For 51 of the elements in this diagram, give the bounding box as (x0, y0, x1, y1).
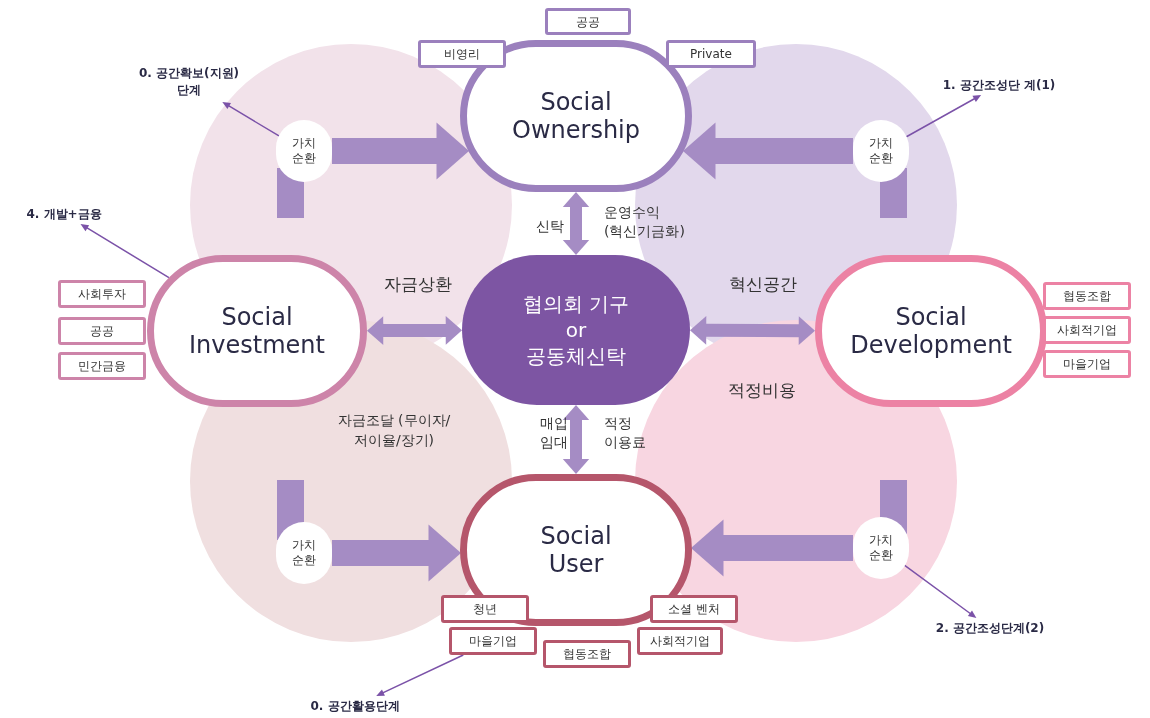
stage-label: 1. 공간조성단 계(1) (938, 75, 1060, 95)
stage-label: 0. 공간확보(지원) 단계 (128, 62, 250, 102)
tag-label: 청년 (441, 595, 529, 623)
tag-label: 협동조합 (1043, 282, 1131, 310)
flow-label: 운영수익 (혁신기금화) (604, 203, 686, 241)
node-label: 가치 순환 (868, 533, 894, 563)
flow-label: 적정 이용료 (604, 414, 647, 452)
tag-label: 협동조합 (543, 640, 631, 668)
double-arrow (332, 524, 461, 582)
node-label: 가치 순환 (291, 538, 317, 568)
node-label: Social Development (849, 303, 1013, 359)
edge-label: 자금상환 (383, 273, 453, 296)
stage-label: 2. 공간조성단계(2) (928, 618, 1052, 638)
node-label: Social Ownership (511, 88, 641, 144)
double-arrow (689, 316, 816, 345)
double-arrow (366, 316, 463, 345)
edge-label: 매입 임대 (539, 414, 568, 452)
flow-label: 자금조달 (무이자/저이율/장기) (336, 411, 452, 450)
double-arrow (683, 122, 853, 180)
rounded-box (815, 255, 1047, 407)
leader-arrow (903, 564, 978, 619)
flow-label: 적정비용 (727, 379, 797, 402)
tag-label: 마을기업 (449, 627, 537, 655)
double-arrow (691, 519, 853, 577)
double-arrow (562, 405, 590, 474)
tag-label: 사회적기업 (637, 627, 723, 655)
tag-label: 민간금융 (58, 352, 146, 380)
node-label: 협의회 기구 or 공동체신탁 (521, 291, 631, 369)
tag-label: 마을기업 (1043, 350, 1131, 378)
tag-label: Private (666, 40, 756, 68)
tag-label: 공공 (545, 8, 631, 35)
node-label: 가치 순환 (291, 136, 317, 166)
stage-label: 0. 공간활용단계 (300, 696, 410, 716)
node-label: 가치 순환 (868, 136, 894, 166)
edge-label: 신탁 (535, 217, 564, 236)
tag-label: 비영리 (418, 40, 506, 68)
stage-label: 4. 개발+금융 (18, 204, 110, 224)
node-label: Social Investment (188, 303, 326, 359)
tag-label: 사회적기업 (1043, 316, 1131, 344)
tag-label: 사회투자 (58, 280, 146, 308)
double-arrow (332, 122, 469, 180)
double-arrow (562, 192, 590, 255)
leader-arrow (905, 94, 982, 138)
node-label: Social User (539, 522, 613, 578)
tag-label: 공공 (58, 317, 146, 345)
leader-arrow (221, 101, 281, 137)
rounded-box (147, 255, 367, 407)
edge-label: 혁신공간 (728, 273, 798, 296)
leader-arrow (375, 654, 465, 697)
tag-label: 소셜 벤처 (650, 595, 738, 623)
leader-arrow (79, 223, 170, 279)
